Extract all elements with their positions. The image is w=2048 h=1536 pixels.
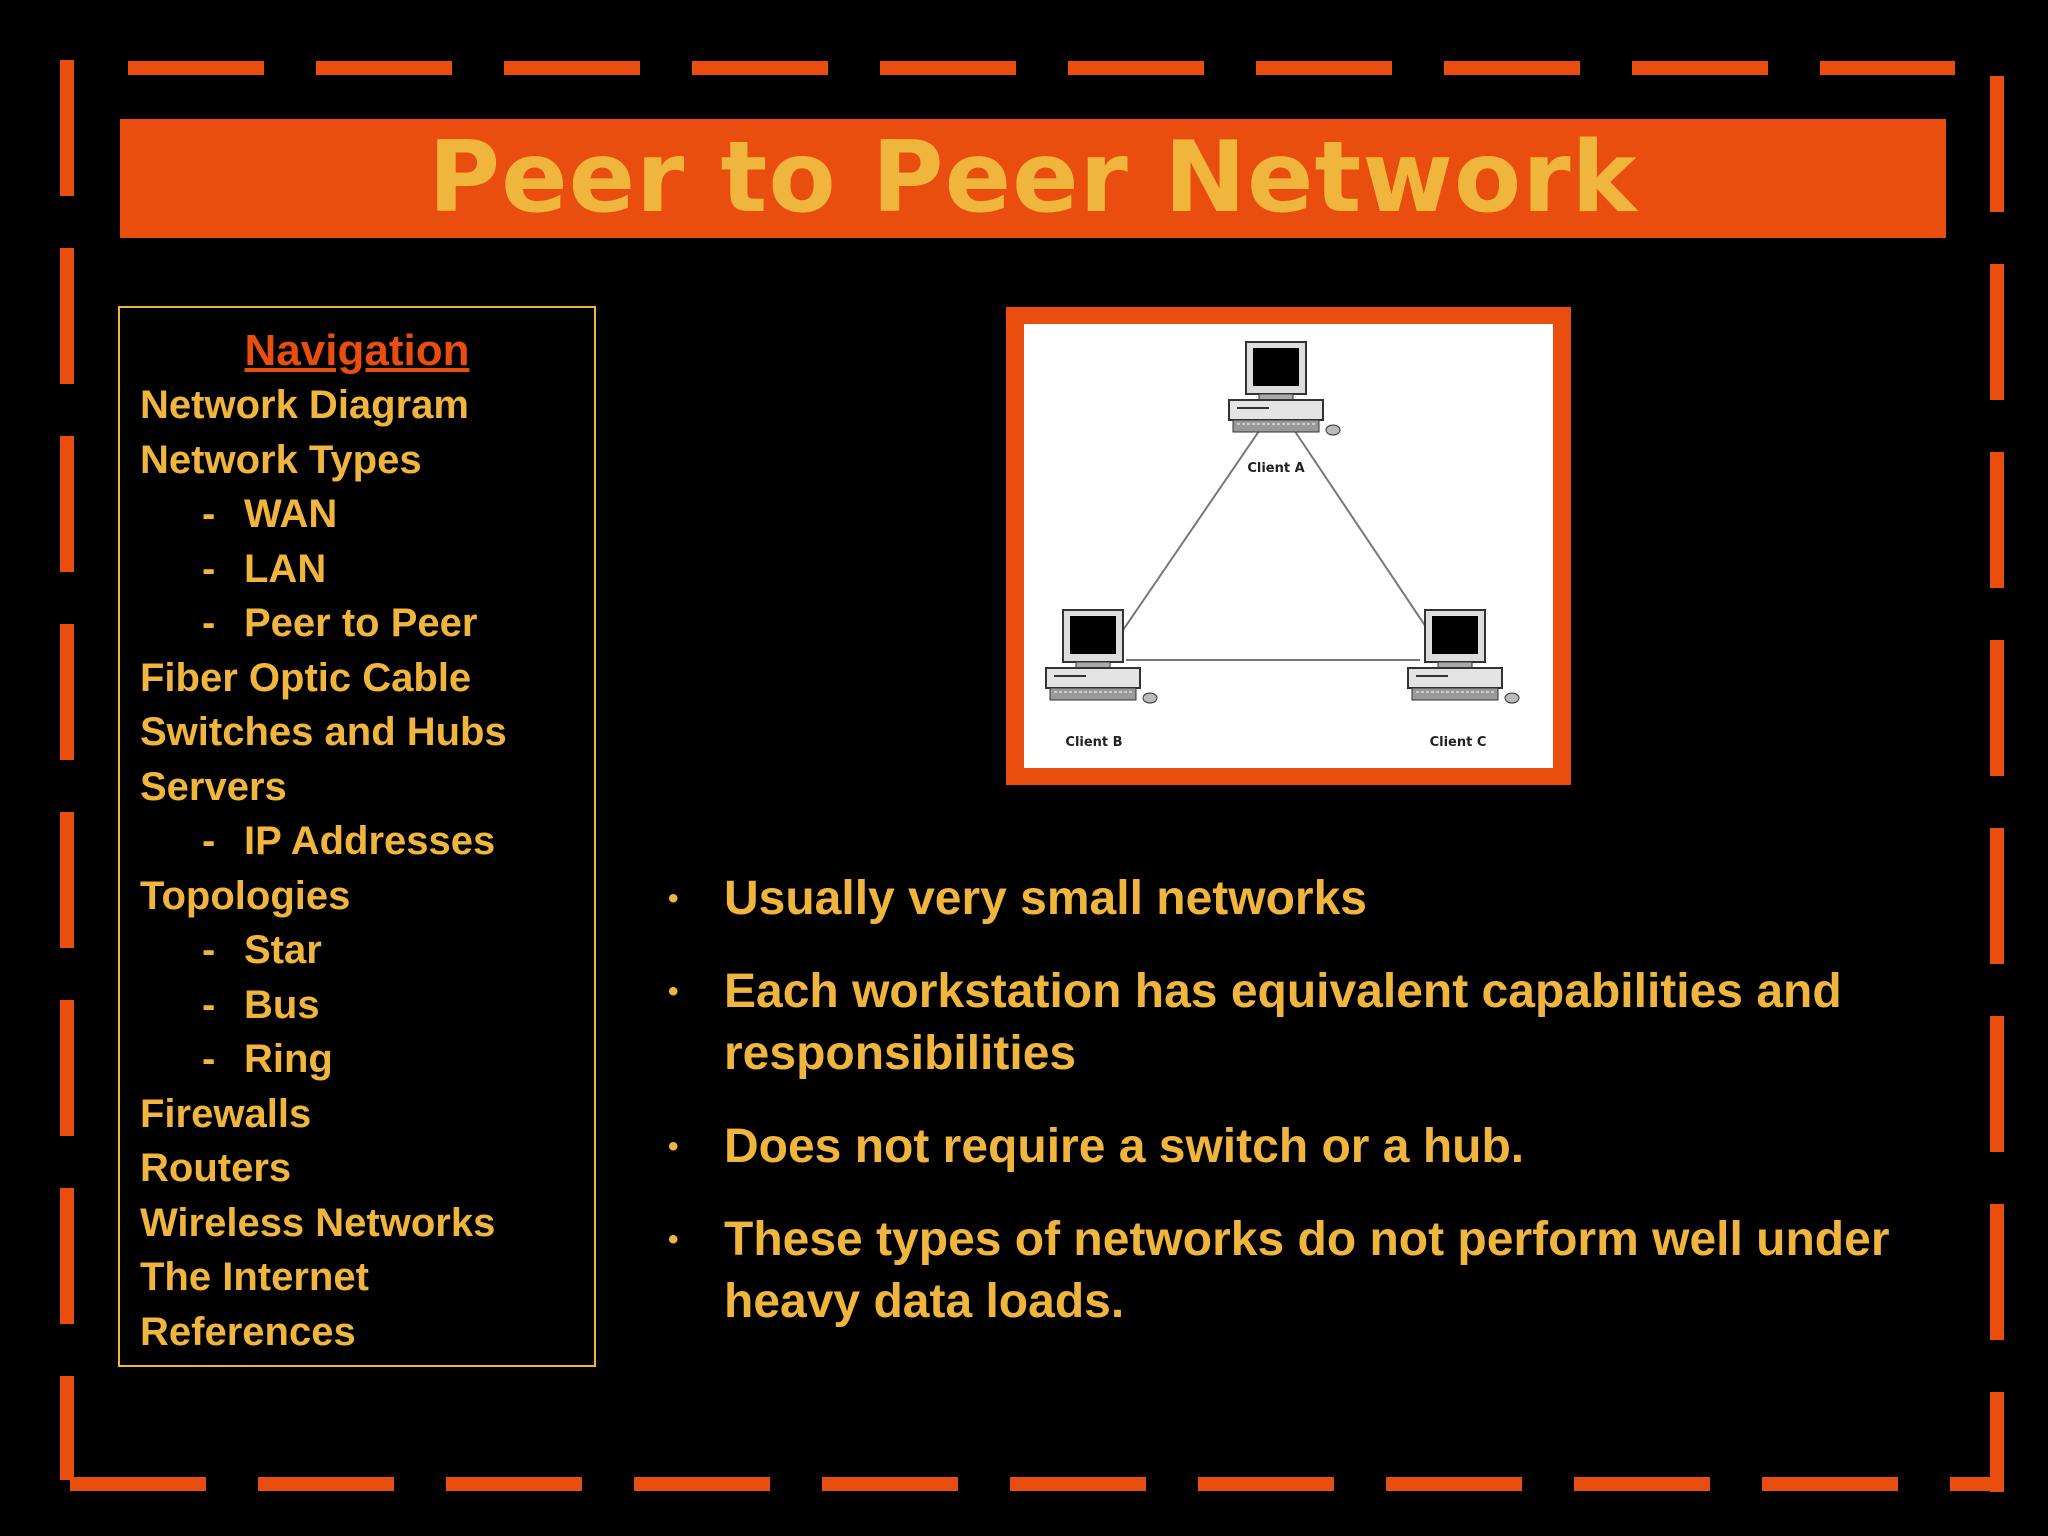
bullet-text: Does not require a switch or a hub. [724,1120,1525,1173]
nav-link-label: Fiber Optic Cable [140,655,472,700]
nav-link-label: Network Types [140,437,422,482]
bullet-point: • Usually very small networks [668,868,1928,930]
nav-link-label: Servers [140,764,287,809]
nav-link-label: Topologies [140,873,351,918]
client-a-label: Client A [1247,461,1304,476]
nav-link-label: Wireless Networks [140,1200,496,1245]
sub-item-marker: - [202,819,216,863]
nav-link-network-diagram[interactable]: Network Diagram [140,378,507,433]
computer-icon [1407,609,1520,704]
link-a-c [1281,411,1433,637]
navigation-panel: Navigation [118,306,596,1367]
nav-link-fiber-optic-cable[interactable]: Fiber Optic Cable [140,651,507,706]
nav-link-label: IP Addresses [244,819,496,863]
nav-link-ring[interactable]: -Ring [140,1032,507,1087]
nav-link-label: Peer to Peer [244,601,478,645]
nav-link-the-internet[interactable]: The Internet [140,1250,507,1305]
computer-icon [1228,341,1341,436]
nav-link-label: Routers [140,1146,292,1190]
bullet-point: • Each workstation has equivalent capabil… [668,961,1928,1085]
nav-link-star[interactable]: -Star [140,923,507,978]
nav-link-label: Firewalls [140,1091,312,1136]
network-diagram-frame: Client A Client B Client C [1006,307,1571,785]
nav-link-ip-addresses[interactable]: -IP Addresses [140,814,507,869]
nav-link-label: Network Diagram [140,383,469,427]
nav-link-label: LAN [244,546,327,591]
nav-link-wireless-networks[interactable]: Wireless Networks [140,1196,507,1251]
sub-item-marker: - [202,928,216,972]
sub-item-marker: - [202,982,216,1027]
sub-item-marker: - [202,1037,216,1081]
client-c-label: Client C [1430,735,1487,750]
nav-link-bus[interactable]: -Bus [140,978,507,1033]
nav-link-label: Ring [244,1037,333,1081]
title-bar: Peer to Peer Network [120,119,1946,238]
bullet-marker: • [668,1223,679,1256]
nav-link-label: Star [244,928,322,972]
client-b-label: Client B [1065,735,1122,750]
link-a-b [1118,411,1273,637]
bullet-text: Usually very small networks [724,872,1367,925]
nav-link-routers[interactable]: Routers [140,1141,507,1196]
bullet-point: • These types of networks do not perform … [668,1209,1928,1333]
nav-link-switches-and-hubs[interactable]: Switches and Hubs [140,705,507,760]
nav-link-label: Bus [244,982,320,1027]
navigation-heading: Navigation [244,326,470,375]
bullet-marker: • [668,882,679,915]
nav-link-lan[interactable]: -LAN [140,542,507,597]
nav-link-references[interactable]: References [140,1305,507,1360]
bullet-marker: • [668,1130,679,1163]
bullet-text: These types of networks do not perform w… [724,1213,1890,1328]
sub-item-marker: - [202,546,216,591]
bullet-point: • Does not require a switch or a hub. [668,1116,1928,1178]
page-title: Peer to Peer Network [428,121,1638,235]
bullet-list: • Usually very small networks • Each workst… [668,868,1928,1364]
nav-link-firewalls[interactable]: Firewalls [140,1087,507,1142]
computer-icon [1045,609,1158,704]
nav-link-label: WAN [244,492,338,536]
nav-link-network-types[interactable]: Network Types [140,433,507,488]
sub-item-marker: - [202,492,216,536]
sub-item-marker: - [202,601,216,645]
nav-link-label: Switches and Hubs [140,710,507,754]
nav-link-label: The Internet [140,1255,369,1299]
nav-link-topologies[interactable]: Topologies [140,869,507,924]
nav-link-servers[interactable]: Servers [140,760,507,815]
nav-link-wan[interactable]: -WAN [140,487,507,542]
nav-link-label: References [140,1309,356,1354]
bullet-marker: • [668,975,679,1008]
network-diagram: Client A Client B Client C [1024,324,1553,768]
nav-link-peer-to-peer[interactable]: -Peer to Peer [140,596,507,651]
bullet-text: Each workstation has equivalent capabili… [724,965,1842,1080]
